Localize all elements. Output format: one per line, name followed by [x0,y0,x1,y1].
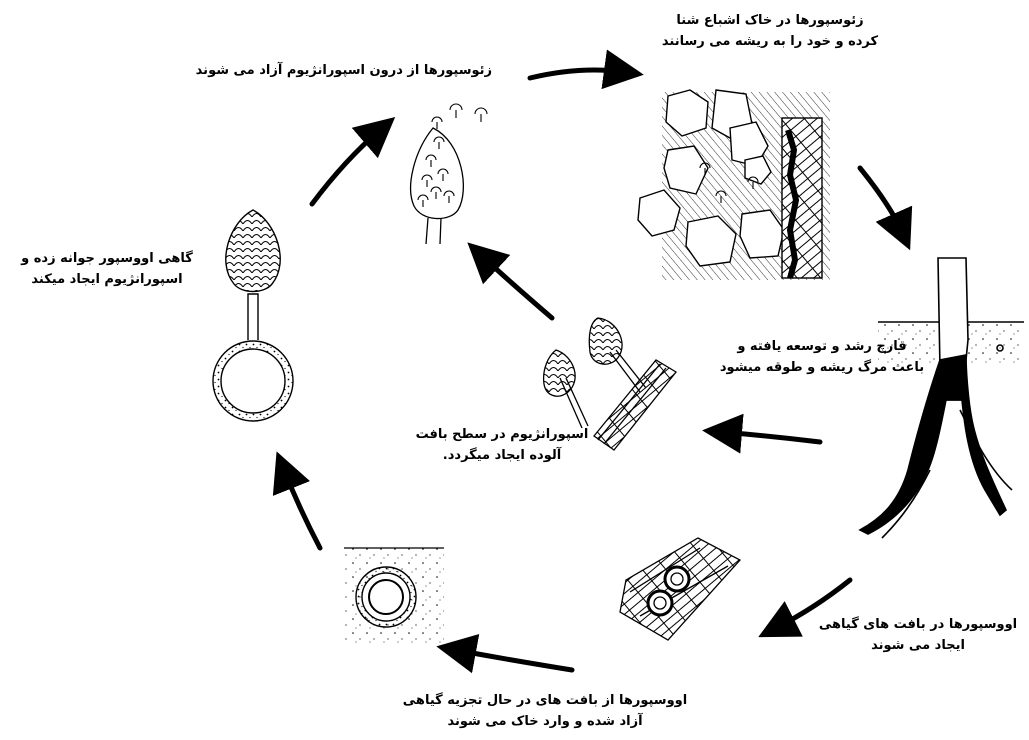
label-zoospores-in-soil: زئوسپورها در خاک اشباع شنا کرده و خود را… [640,10,900,52]
label-line: زئوسپورها در خاک اشباع شنا [640,10,900,31]
soil-particles-with-root-icon [638,90,830,280]
oospores-in-tissue-icon [620,538,740,640]
arrow-soil-to-germination [284,470,320,548]
arrow-infection-to-sporangium [722,432,820,442]
infected-stem-and-roots-icon [860,258,1024,538]
label-root-infection: قارچ رشد و توسعه یافته و باعث مرگ ریشه و… [712,336,932,378]
label-zoospore-release: زئوسپورها از درون اسپورانژیوم آزاد می شو… [212,60,492,81]
label-line: گاهی اووسپور جوانه زده و [2,248,212,269]
label-line: قارچ رشد و توسعه یافته و [712,336,932,357]
oospore-in-soil-icon [344,548,444,644]
label-line: اووسپورها از بافت های در حال تجزیه گیاهی [400,690,690,711]
label-line: کرده و خود را به ریشه می رسانند [640,31,900,52]
label-line: اووسپورها در بافت های گیاهی [808,614,1028,635]
label-oospores-released: اووسپورها از بافت های در حال تجزیه گیاهی… [400,690,690,732]
label-line: اسپورانژیوم در سطح بافت [404,424,600,445]
label-line: باعث مرگ ریشه و طوقه میشود [712,357,932,378]
arrow-sporangium-to-release [482,256,552,318]
label-line: زئوسپورها از درون اسپورانژیوم آزاد می شو… [212,60,492,81]
label-line: اسپورانژیوم ایجاد میکند [2,269,212,290]
germinating-oospore-icon [213,210,293,421]
label-oospore-germination: گاهی اووسپور جوانه زده و اسپورانژیوم ایج… [2,248,212,290]
label-line: ایجاد می شوند [808,635,1028,656]
arrow-soil-to-infection [860,168,902,232]
label-sporangium-on-tissue: اسپورانژیوم در سطح بافت آلوده ایجاد میگر… [404,424,600,466]
sporangium-releasing-zoospores-icon [411,104,487,244]
arrow-germination-to-release [312,130,380,204]
label-line: آزاد شده و وارد خاک می شوند [400,711,690,732]
arrow-tissue-to-soil [456,650,572,670]
label-line: آلوده ایجاد میگردد. [404,445,600,466]
label-oospores-in-tissue: اووسپورها در بافت های گیاهی ایجاد می شون… [808,614,1028,656]
arrow-release-to-soil [530,70,624,78]
